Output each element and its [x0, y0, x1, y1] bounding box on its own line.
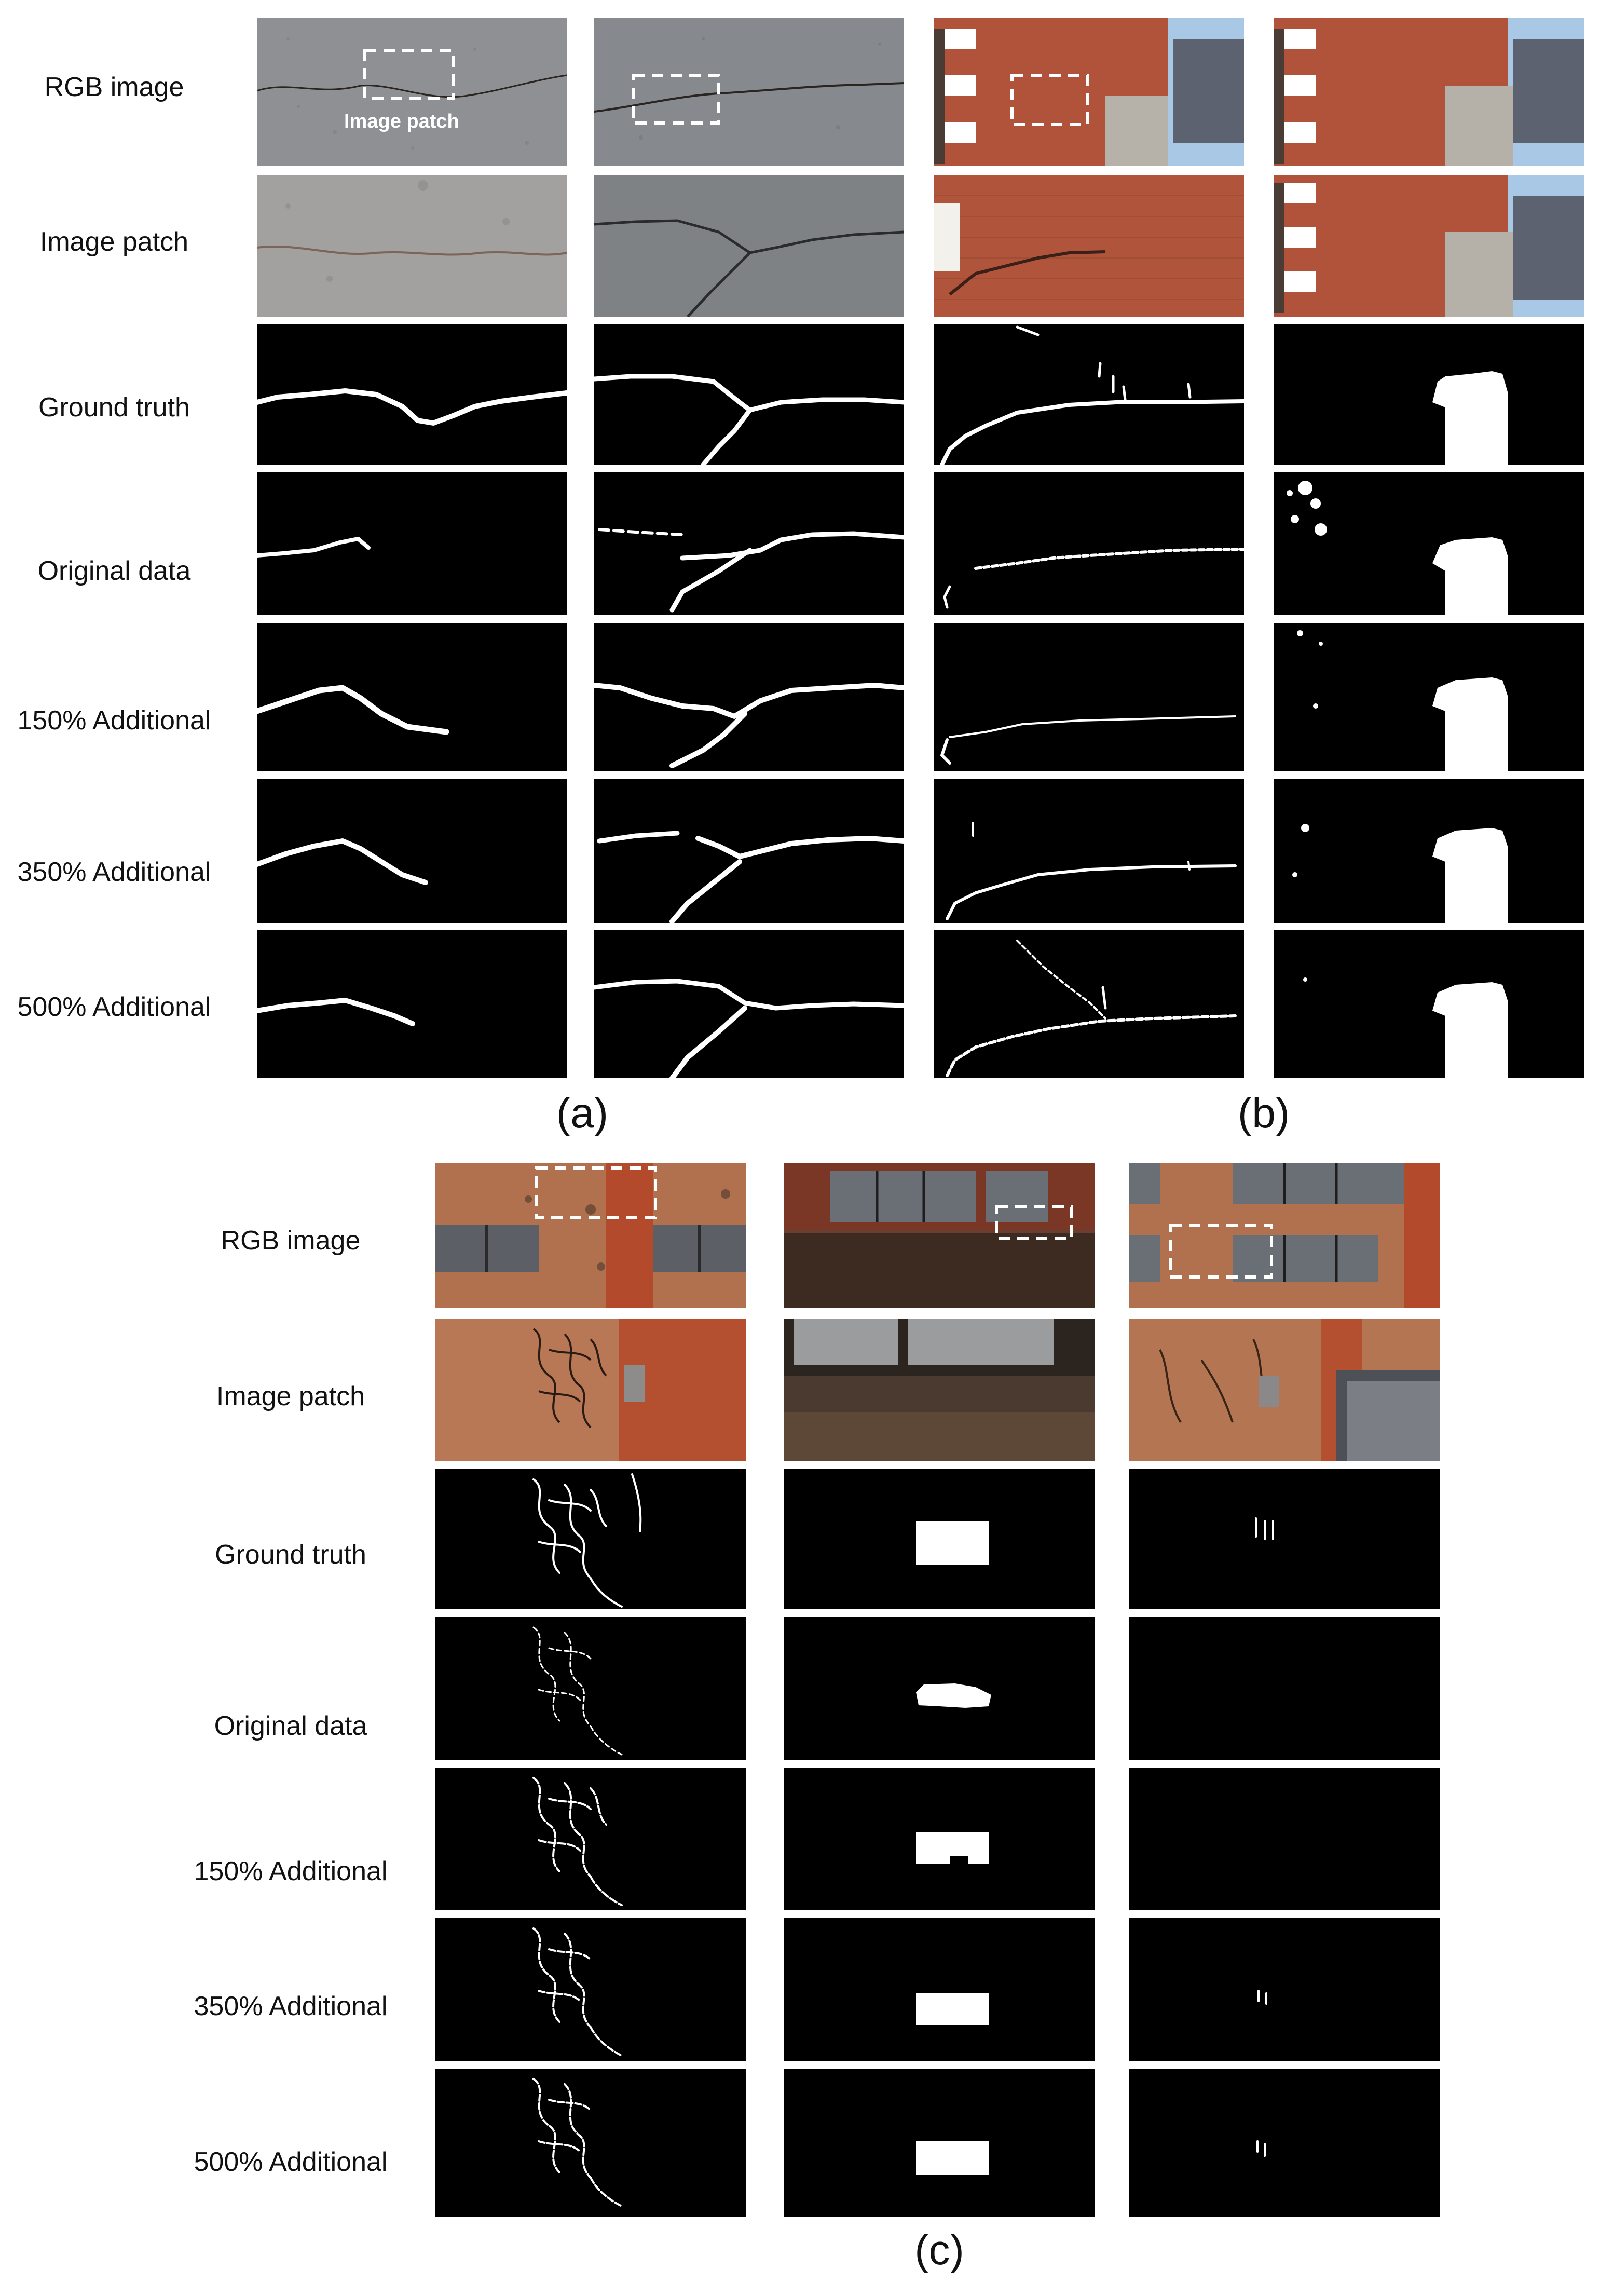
row-label-original-data-a: Original data [37, 556, 191, 586]
500-additional-c3 [1129, 2069, 1440, 2217]
rgb-image-c1 [435, 1163, 746, 1308]
500-additional-c1 [435, 2069, 746, 2217]
original-data-c2 [784, 1617, 1095, 1760]
row-label-ground-truth-a: Ground truth [38, 392, 190, 423]
150-additional-b2 [1274, 623, 1584, 771]
caption-c: (c) [914, 2226, 964, 2274]
ground-truth-b1 [934, 324, 1244, 465]
original-data-b2 [1274, 472, 1584, 615]
ground-truth-a1 [257, 324, 567, 465]
ground-truth-b2 [1274, 324, 1584, 465]
rgb-image-b2 [1274, 18, 1584, 166]
image-patch-b2 [1274, 175, 1584, 317]
row-label-500-additional-a: 500% Additional [17, 992, 211, 1022]
row-label-rgb-image-a: RGB image [44, 72, 184, 102]
350-additional-a1 [257, 779, 567, 923]
image-patch-a2 [594, 175, 904, 317]
original-data-a1 [257, 472, 567, 615]
caption-b: (b) [1237, 1090, 1290, 1137]
row-label-350-additional-c: 350% Additional [194, 1991, 388, 2021]
150-additional-a2 [594, 623, 904, 771]
500-additional-a1 [257, 930, 567, 1078]
ground-truth-c2 [784, 1469, 1095, 1609]
150-additional-c2 [784, 1768, 1095, 1910]
caption-a: (a) [556, 1090, 609, 1137]
row-label-image-patch-c: Image patch [216, 1381, 365, 1411]
150-additional-a1 [257, 623, 567, 771]
row-label-500-additional-c: 500% Additional [194, 2147, 388, 2177]
image-patch-c1 [435, 1319, 746, 1461]
row-label-150-additional-c: 150% Additional [194, 1856, 388, 1886]
row-label-350-additional-a: 350% Additional [17, 857, 211, 887]
350-additional-b1 [934, 779, 1244, 923]
rgb-image-a2 [594, 18, 904, 166]
350-additional-c3 [1129, 1918, 1440, 2061]
original-data-b1 [934, 472, 1244, 615]
original-data-c1 [435, 1617, 746, 1760]
rgb-image-b1 [934, 18, 1244, 166]
row-label-150-additional-a: 150% Additional [17, 705, 211, 736]
rgb-image-a1: Image patch [257, 18, 567, 166]
ground-truth-a2 [594, 324, 904, 465]
500-additional-a2 [594, 930, 904, 1078]
500-additional-b1 [934, 930, 1244, 1078]
ground-truth-c1 [435, 1469, 746, 1609]
row-label-ground-truth-c: Ground truth [215, 1540, 366, 1570]
original-data-c3 [1129, 1617, 1440, 1760]
350-additional-c2 [784, 1918, 1095, 2061]
350-additional-b2 [1274, 779, 1584, 923]
ground-truth-c3 [1129, 1469, 1440, 1609]
rgb-image-c3 [1129, 1163, 1440, 1308]
image-patch-c2 [784, 1319, 1095, 1461]
150-additional-b1 [934, 623, 1244, 771]
original-data-a2 [594, 472, 904, 615]
row-label-image-patch-a: Image patch [39, 227, 189, 257]
350-additional-a2 [594, 779, 904, 923]
500-additional-c2 [784, 2069, 1095, 2217]
image-patch-a1 [257, 175, 567, 317]
150-additional-c1 [435, 1768, 746, 1910]
500-additional-b2 [1274, 930, 1584, 1078]
image-patch-c3 [1129, 1319, 1440, 1461]
image-patch-annotation: Image patch [344, 111, 459, 132]
rgb-image-c2 [784, 1163, 1095, 1308]
150-additional-c3 [1129, 1768, 1440, 1910]
image-patch-b1 [934, 175, 1244, 317]
row-label-rgb-image-c: RGB image [221, 1226, 361, 1256]
350-additional-c1 [435, 1918, 746, 2061]
row-label-original-data-c: Original data [214, 1711, 367, 1741]
